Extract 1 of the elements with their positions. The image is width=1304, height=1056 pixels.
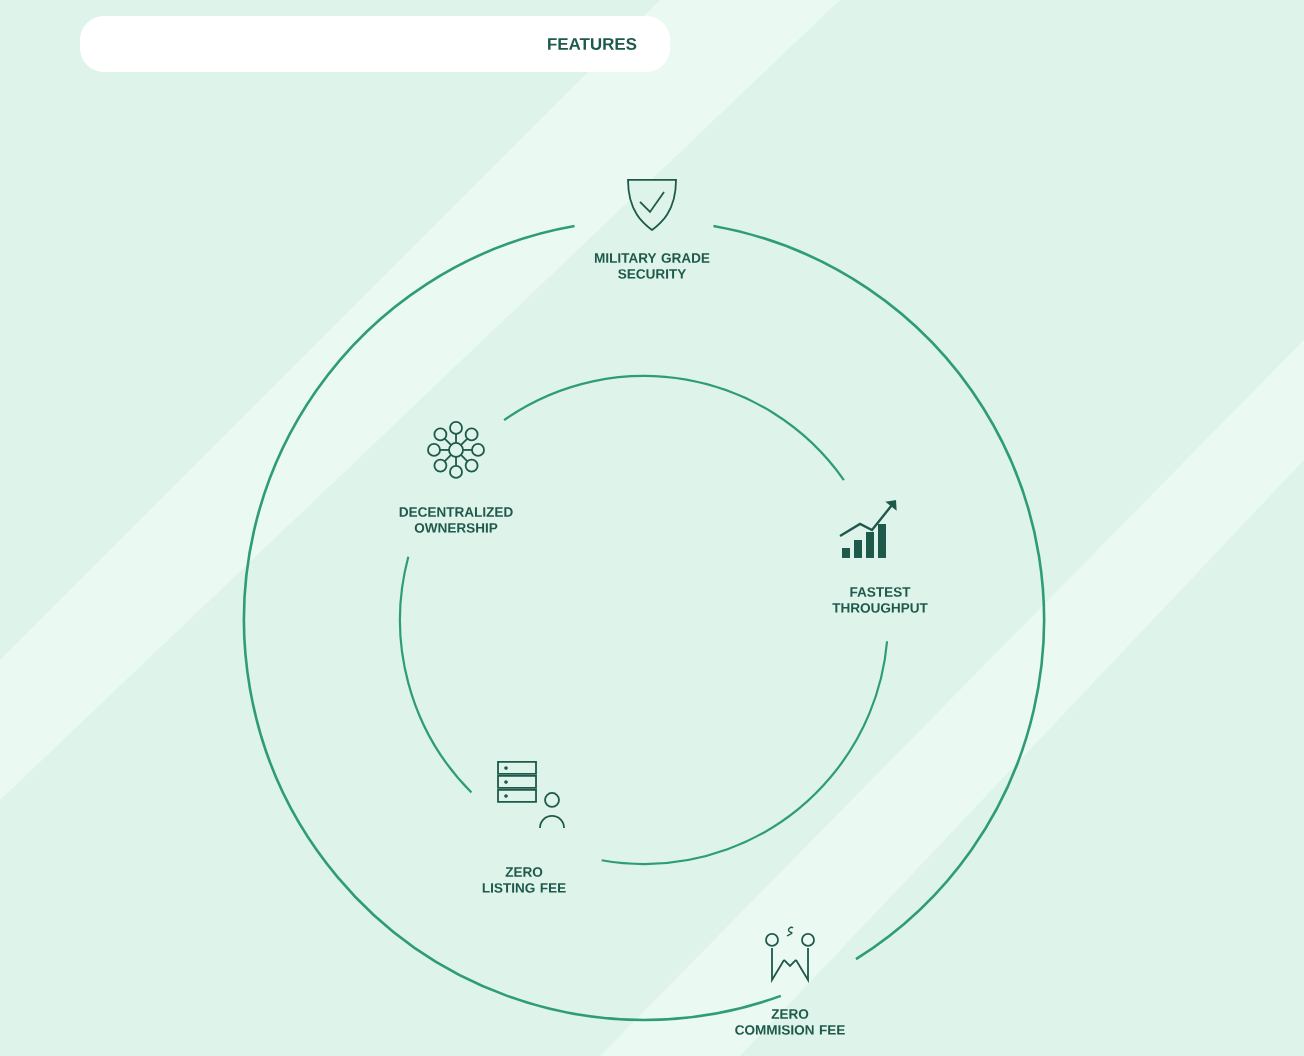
title-banner: FEATURES [80, 16, 670, 72]
